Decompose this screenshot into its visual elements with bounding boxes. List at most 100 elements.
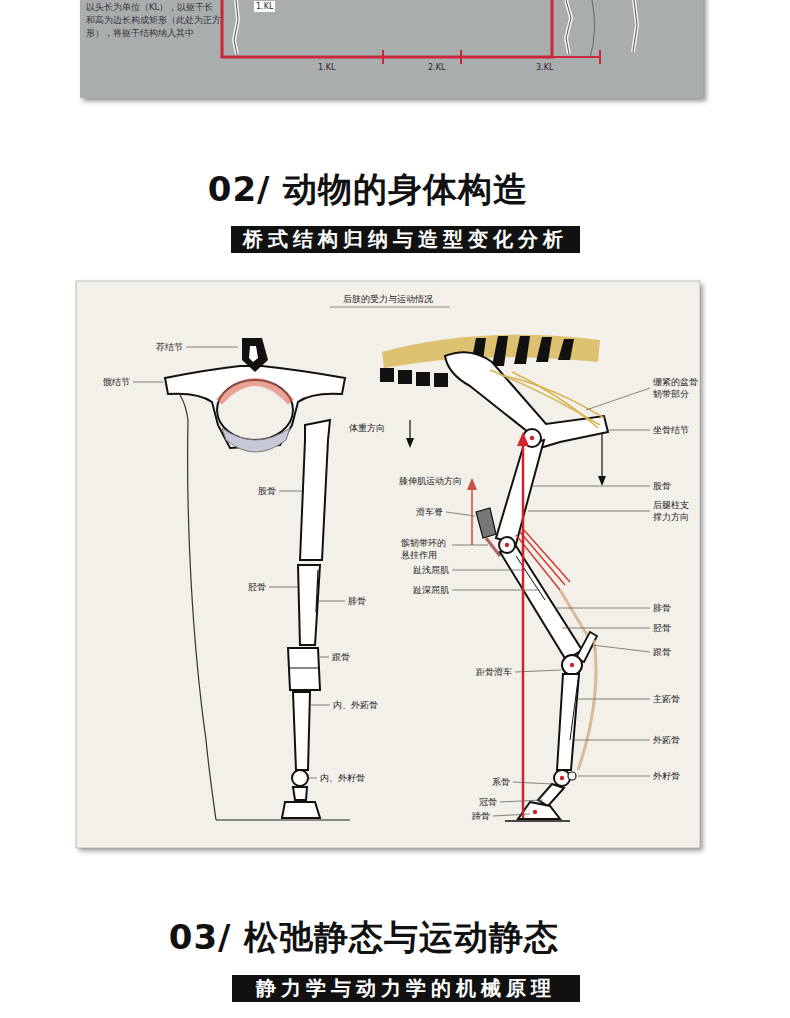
- kl-baseline: [222, 56, 600, 58]
- part-label: 蹄骨: [472, 810, 490, 822]
- metatarsal-bone: [293, 692, 310, 770]
- dimension-label: 3.KL: [536, 62, 553, 73]
- vertebra: [398, 370, 412, 384]
- part-label: 膝伸肌运动方向: [399, 475, 462, 487]
- pelvis-bone: [445, 352, 608, 448]
- vertebra: [380, 368, 394, 382]
- force-arrow: [601, 434, 602, 478]
- sacrum-bone: [249, 346, 258, 362]
- muscle-arrow: [471, 488, 473, 545]
- metatarsal-bone: [557, 674, 579, 770]
- leg-sketch: [590, 0, 595, 58]
- leader-line: [446, 512, 475, 516]
- part-label: 冠骨: [479, 796, 497, 808]
- tibia-bone: [298, 565, 320, 645]
- leader-line: [500, 800, 543, 802]
- part-label: 髋结节: [103, 376, 130, 388]
- fetlock-joint: [554, 770, 570, 786]
- pastern-bone: [538, 784, 564, 806]
- hock-joint: [562, 655, 582, 675]
- leader-line: [562, 628, 650, 629]
- title-rule: [330, 307, 450, 308]
- part-label: 内、外跖骨: [333, 699, 378, 711]
- part-label: 荐结节: [156, 341, 183, 353]
- tibia-bone: [500, 546, 582, 660]
- force-arrow: [598, 476, 606, 486]
- joint-dot: [570, 663, 574, 667]
- ground-line: [216, 819, 350, 820]
- leader-line: [586, 388, 650, 410]
- body-outline: [180, 395, 216, 820]
- part-label: 胫骨: [248, 581, 266, 593]
- part-label: 趾深屈肌: [413, 584, 449, 596]
- leader-line: [515, 670, 561, 672]
- leader-line: [309, 778, 317, 779]
- splint-bone: [570, 680, 578, 740]
- leader-line: [452, 570, 525, 571]
- section-band: 02/ 动物的身体构造桥式结构归纳与造型变化分析: [231, 226, 580, 253]
- joint-dot: [533, 810, 537, 814]
- leader-line: [269, 587, 298, 588]
- hock-bone: [290, 668, 319, 669]
- fibula-bone: [316, 570, 318, 612]
- section-band: 03/ 松弛静态与运动静态静力学与动力学的机械原理: [232, 975, 580, 1002]
- part-label: 外跖骨: [653, 734, 680, 746]
- sesamoid-bone: [568, 772, 576, 780]
- ground-line: [505, 820, 570, 822]
- kl-tick: [599, 50, 601, 64]
- part-label: 体重方向: [349, 422, 385, 434]
- fibula-bone: [516, 556, 545, 600]
- joint-dot: [505, 543, 509, 547]
- femur-bone: [496, 440, 544, 544]
- vertebra: [514, 336, 530, 364]
- figure-panel: 后肢的受力与运动情况: [76, 281, 700, 848]
- weight-arrow: [406, 438, 414, 448]
- pastern-bone: [293, 787, 307, 800]
- leader-lines: [133, 347, 650, 816]
- part-label: 胫骨: [653, 622, 671, 634]
- panel-text: 后肢的受力与运动情况: [343, 293, 433, 305]
- part-label: 趾浅屈肌: [413, 564, 449, 576]
- leader-line: [578, 776, 650, 777]
- part-label: 后腿柱支撑力方向: [653, 499, 691, 523]
- leader-line: [311, 705, 330, 706]
- leader-line: [574, 740, 650, 741]
- part-label: 股骨: [653, 480, 671, 492]
- leader-line: [279, 491, 302, 492]
- support-arrow: [517, 432, 529, 446]
- leader-line: [555, 608, 650, 609]
- leader-line: [493, 814, 530, 816]
- section-heading: 02/ 动物的身体构造: [208, 169, 529, 209]
- part-label: 跟骨: [653, 646, 671, 658]
- pelvic-ligament: [512, 372, 598, 428]
- tendon-line: [578, 640, 596, 770]
- band-text: 静力学与动力学的机械原理: [256, 975, 556, 1002]
- vertebra: [558, 339, 574, 360]
- muscle-arrow: [467, 478, 477, 490]
- section-heading: 03/ 松弛静态与运动静态: [169, 917, 560, 957]
- part-label: 髌韧带环的悬挂作用: [401, 537, 449, 561]
- leader-line: [320, 657, 329, 658]
- hoof-bone: [282, 802, 320, 818]
- part-label: 主跖骨: [653, 693, 680, 705]
- leg-sketch: [234, 0, 238, 54]
- weight-arrow: [409, 420, 410, 440]
- part-label: 内、外籽骨: [320, 772, 365, 784]
- band-text: 桥式结构归纳与造型变化分析: [243, 226, 568, 253]
- fetlock-joint: [292, 770, 308, 786]
- leader-line: [533, 486, 650, 487]
- text-panel: 以头长为单位（KL），以躯干长和高为边长构成矩形（此处为正方形），将躯干结构纳入…: [80, 0, 703, 98]
- part-label: 滑车脊: [416, 506, 443, 518]
- sacrum-bone: [242, 338, 268, 372]
- joint-dot: [560, 776, 564, 780]
- part-label: 腓骨: [348, 595, 366, 607]
- kl-tick: [460, 50, 462, 64]
- leader-line: [576, 699, 650, 700]
- leader-line: [592, 645, 650, 652]
- leader-line: [186, 347, 238, 348]
- part-label: 股骨: [258, 485, 276, 497]
- part-label: 距骨滑车: [476, 666, 512, 678]
- part-label: 腓骨: [653, 602, 671, 614]
- dimension-label: 1.KL: [318, 62, 335, 73]
